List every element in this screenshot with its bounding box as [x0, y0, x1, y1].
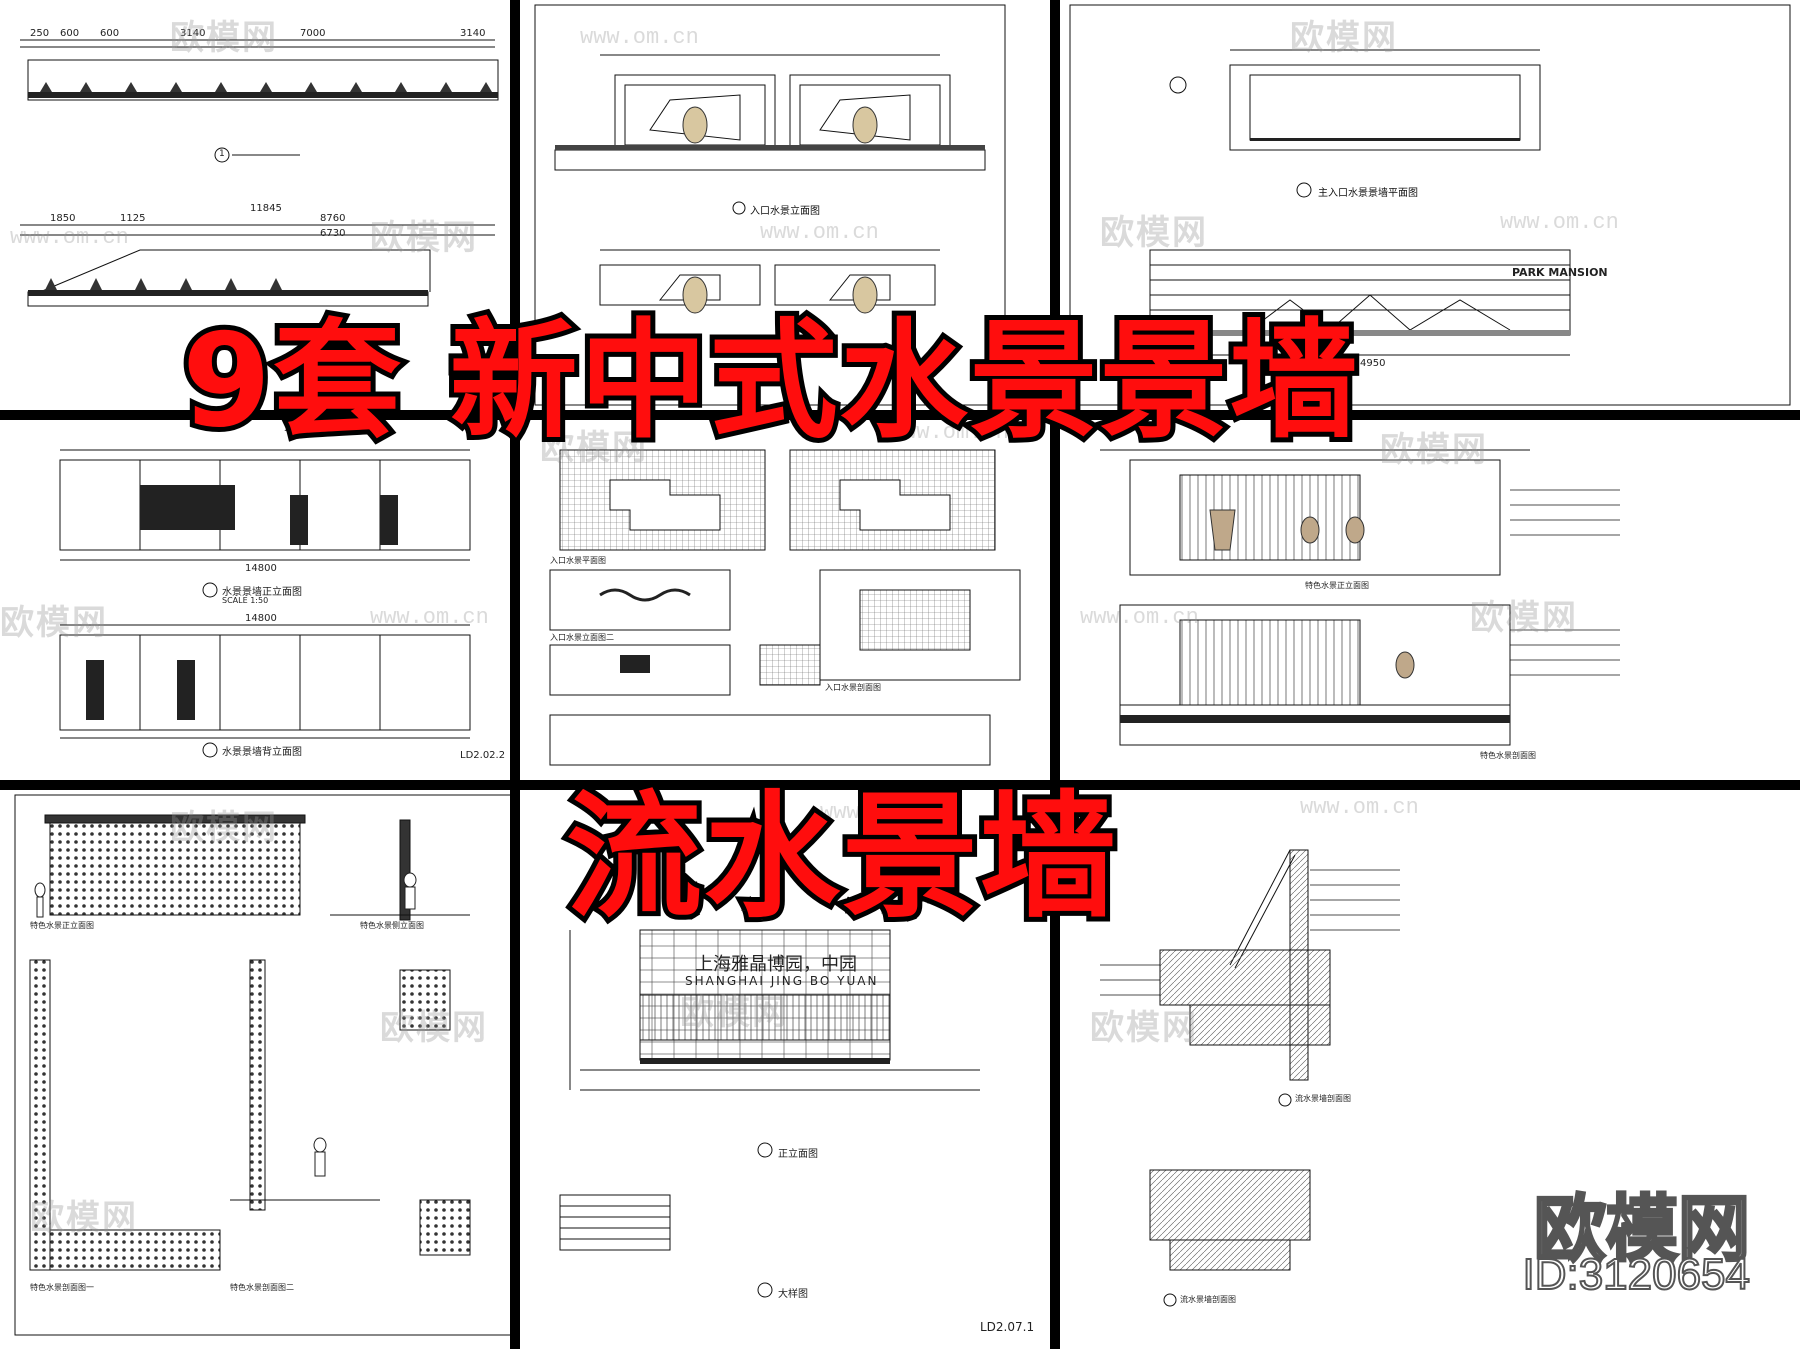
watermark-logo: 欧模网	[30, 1198, 138, 1238]
sign-text: PARK MANSION	[1512, 266, 1608, 279]
watermark-logo: 欧模网	[1090, 1008, 1198, 1048]
panel-wall-elevation-1: 250 600 600 3140 7000 3140 1850 1125 118…	[0, 0, 510, 410]
watermark-url: www.om.cn	[1080, 605, 1199, 630]
dim-label: 600	[100, 28, 120, 39]
sheet-number: LD2.07.1	[980, 1320, 1035, 1334]
watermark-url: www.om.cn	[890, 420, 1009, 445]
cad-drawing-5	[549, 449, 1021, 766]
watermark-logo: 欧模网	[1470, 598, 1578, 638]
watermark-url: www.om.cn	[820, 800, 939, 825]
cad-drawing-1	[20, 39, 499, 307]
dim-label: 14800	[245, 613, 277, 624]
drawing-title: 流水景墙剖面图	[1295, 1094, 1351, 1103]
watermark-url: www.om.cn	[10, 225, 129, 250]
watermark-logo: 欧模网	[1380, 430, 1488, 470]
watermark-url: www.om.cn	[760, 220, 879, 245]
drawing-title: 特色水景正立面图	[1305, 581, 1369, 590]
watermark-logo: 欧模网	[170, 808, 278, 848]
watermark-logo: 欧模网	[680, 993, 788, 1033]
watermark-logo: 欧模网	[540, 428, 648, 468]
dim-label: 250	[30, 28, 50, 39]
panel-entrance-elevation: 入口水景立面图 www.om.cn www.om.cn	[520, 0, 1050, 410]
panel-feature-elevation: 特色水景正立面图 特色水景剖面图 欧模网 欧模网 www.om.cn	[1060, 420, 1800, 780]
drawing-title: 特色水景剖面图一	[30, 1283, 94, 1292]
drawing-title: 流水景墙剖面图	[1180, 1295, 1236, 1304]
watermark-url: www.om.cn	[370, 605, 489, 630]
drawing-title: 入口水景剖面图	[825, 683, 881, 692]
watermark-logo: 欧模网	[380, 1008, 488, 1048]
drawing-title: 水景景墙正立面图	[222, 587, 302, 598]
panel-entrance-plan-sections: 入口水景平面图 入口水景立面图二 入口水景剖面图 欧模网 www.om.cn	[520, 420, 1050, 780]
drawing-title: 大样图	[778, 1289, 808, 1300]
panel-water-wall-elevation: 水景景墙正立面图 SCALE 1:50 水景景墙背立面图 LD2.02.2 14…	[0, 420, 510, 780]
dim-label: 14800	[245, 563, 277, 574]
sign-text-cn: 上海雅晶博园，中园	[695, 954, 857, 975]
dim-label: 3140	[460, 28, 486, 39]
sign-text-en: SHANGHAI JING BO YUAN	[685, 974, 879, 988]
watermark-logo: 欧模网	[1290, 18, 1398, 58]
watermark-logo: 欧模网	[0, 603, 108, 643]
drawing-title: 特色水景正立面图	[30, 921, 94, 930]
brand-id: ID:3120654	[1521, 1249, 1751, 1300]
drawing-title: 入口水景平面图	[550, 556, 606, 565]
drawing-title: 特色水景侧立面图	[360, 921, 424, 930]
watermark-logo: 欧模网	[1100, 213, 1208, 253]
cad-drawing-6	[1100, 449, 1620, 746]
dim-label: 6730	[320, 228, 346, 239]
brand-logo: 欧模网	[1532, 1186, 1751, 1273]
watermark-url: www.om.cn	[580, 25, 699, 50]
drawing-title: 主入口水景景墙平面图	[1318, 188, 1418, 199]
cad-drawing-4	[59, 449, 471, 758]
cad-drawing-3	[1069, 4, 1791, 406]
watermark-logo: 欧模网	[170, 18, 278, 58]
drawing-title: 入口水景立面图二	[550, 633, 614, 642]
headline-sub: 流水景墙	[561, 779, 1121, 937]
drawing-title: 正立面图	[778, 1149, 818, 1160]
watermark-url: www.om.cn	[1300, 795, 1419, 820]
drawing-title: 水景景墙背立面图	[222, 747, 302, 758]
headline-main: 9套 新中式水景景墙	[177, 307, 1363, 456]
sheet-number: LD2.02.2	[460, 750, 506, 761]
drawing-number: 1	[219, 149, 225, 159]
drawing-title: 入口水景立面图	[750, 206, 820, 217]
panel-sign-wall: 上海雅晶博园，中园 SHANGHAI JING BO YUAN 正立面图 大样图…	[520, 790, 1050, 1349]
dim-label: 8760	[320, 213, 346, 224]
cad-drawing-2	[534, 4, 1006, 406]
cad-drawing-7	[14, 794, 510, 1336]
dim-label: 11845	[250, 203, 282, 214]
panel-flowing-water-section: 流水景墙剖面图 流水景墙剖面图 www.om.cn 欧模网	[1060, 790, 1800, 1349]
dim-label: 7000	[300, 28, 326, 39]
cad-drawing-9	[1100, 849, 1400, 1307]
cad-drawing-8	[559, 929, 980, 1298]
drawing-scale: SCALE 1:50	[222, 596, 269, 605]
watermark-logo: 欧模网	[370, 218, 478, 258]
drawing-title: 特色水景剖面图二	[230, 1283, 294, 1292]
dim-label: 3140	[180, 28, 206, 39]
panel-main-entrance-plan: 主入口水景景墙平面图 PARK MANSION 4950 欧模网 欧模网 www…	[1060, 0, 1800, 410]
dim-label: 1125	[120, 213, 146, 224]
dim-label: 600	[60, 28, 80, 39]
dim-label: 1850	[50, 213, 76, 224]
dim-label: 4950	[1360, 358, 1386, 369]
panel-feature-water-details: 特色水景正立面图 特色水景侧立面图 特色水景剖面图一 特色水景剖面图二 欧模网 …	[0, 790, 510, 1349]
watermark-url: www.om.cn	[1500, 210, 1619, 235]
drawing-title: 特色水景剖面图	[1480, 751, 1536, 760]
